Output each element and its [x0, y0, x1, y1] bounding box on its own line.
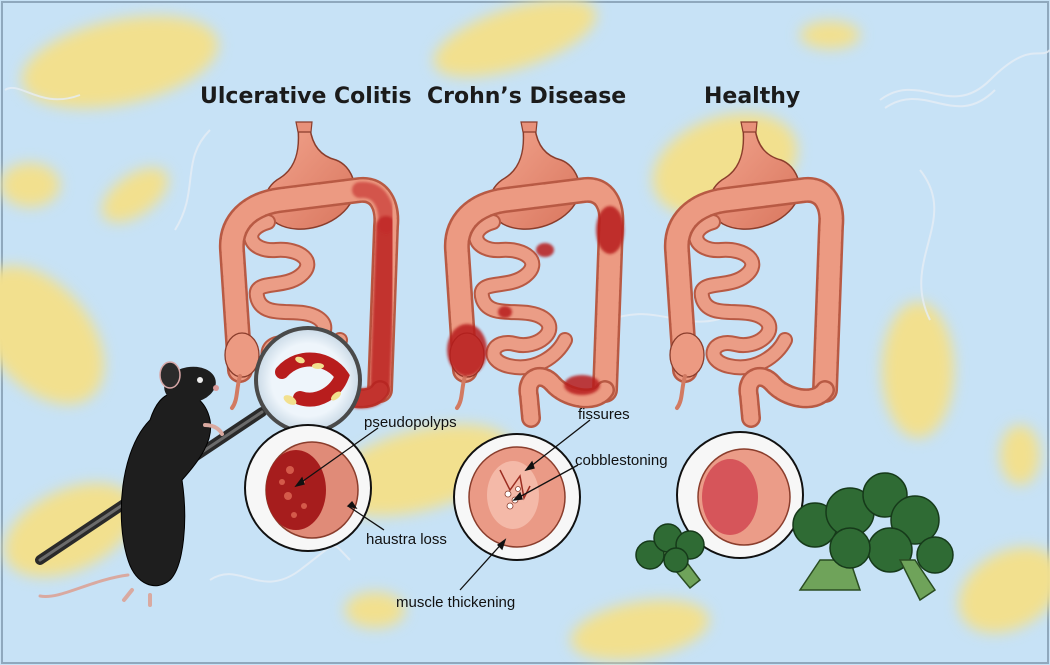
label-haustra-loss: haustra loss: [366, 531, 447, 548]
broccoli-right: [792, 472, 954, 602]
flagellum: [884, 89, 996, 109]
healthy-lumen: [702, 459, 758, 535]
esophagus: [295, 121, 313, 133]
bacterium: [1000, 425, 1040, 485]
pseudopolyps-arrowhead: [294, 476, 305, 488]
fissures-arrowhead: [524, 460, 535, 472]
bacterium: [0, 265, 105, 405]
bacterium: [800, 21, 860, 49]
uc-lumen: [266, 450, 326, 530]
crohns-patch-ileum: [536, 243, 554, 257]
muscle-thickening-line: [459, 539, 506, 591]
pseudopolyps-line: [295, 427, 379, 487]
flagellum: [4, 87, 81, 101]
bacterium: [958, 547, 1050, 633]
title-crohns-disease: Crohn’s Disease: [427, 84, 627, 109]
callout-lines: [294, 419, 591, 591]
broccoli-left: [635, 523, 705, 590]
flagellum: [174, 129, 211, 231]
bacterium: [21, 15, 219, 109]
uc-cross-section: [244, 424, 372, 552]
crohns-inflammation: [447, 206, 624, 395]
label-muscle-thickening: muscle thickening: [396, 594, 516, 611]
crohns-cobblestones: [504, 486, 521, 510]
crohns-patch-cecum: [447, 324, 487, 376]
magnified-bacteria: [283, 356, 341, 405]
label-fissures: fissures: [578, 406, 630, 423]
crohns-patch-small: [498, 306, 512, 318]
mouse-nose: [213, 385, 219, 391]
mouse-ear: [159, 361, 181, 389]
title-ulcerative-colitis: Ulcerative Colitis: [200, 84, 412, 109]
fissures-line: [525, 419, 591, 471]
haustra-loss-line: [347, 505, 385, 531]
broccoli-stem: [898, 559, 937, 602]
title-healthy: Healthy: [704, 84, 801, 109]
crohns-cross-section: [453, 433, 581, 561]
uc-inflamed-transverse: [352, 181, 395, 234]
cecum: [224, 332, 260, 378]
bacterium: [570, 599, 710, 661]
flagellum: [879, 49, 1050, 101]
mouse-paw-front: [203, 423, 224, 436]
flagellum: [919, 169, 936, 321]
mouse-feet: [122, 588, 152, 607]
bacterium: [4, 483, 136, 577]
cobblestoning-line: [513, 464, 579, 501]
flagellum: [209, 545, 351, 583]
mouse-eye: [197, 377, 203, 383]
appendix: [230, 374, 242, 410]
label-cobblestoning: cobblestoning: [575, 452, 668, 469]
crohns-patch-sigmoid: [564, 375, 600, 395]
crohns-lumen: [487, 461, 539, 529]
mouse: [38, 361, 224, 607]
broccoli-florets: [635, 523, 705, 573]
bacterium: [882, 302, 954, 438]
mouse-tail: [38, 573, 130, 599]
bacterium: [101, 167, 169, 223]
label-pseudopolyps: pseudopolyps: [364, 414, 457, 431]
bacterium: [0, 163, 60, 207]
bacterium: [433, 0, 597, 77]
bacterium: [345, 592, 405, 628]
crohns-patch-colon: [596, 206, 624, 254]
haustra-loss-arrowhead: [346, 500, 358, 510]
healthy-cross-section: [676, 431, 804, 559]
cobblestoning-arrowhead: [512, 491, 523, 501]
muscle-thickening-arrowhead: [496, 538, 507, 551]
